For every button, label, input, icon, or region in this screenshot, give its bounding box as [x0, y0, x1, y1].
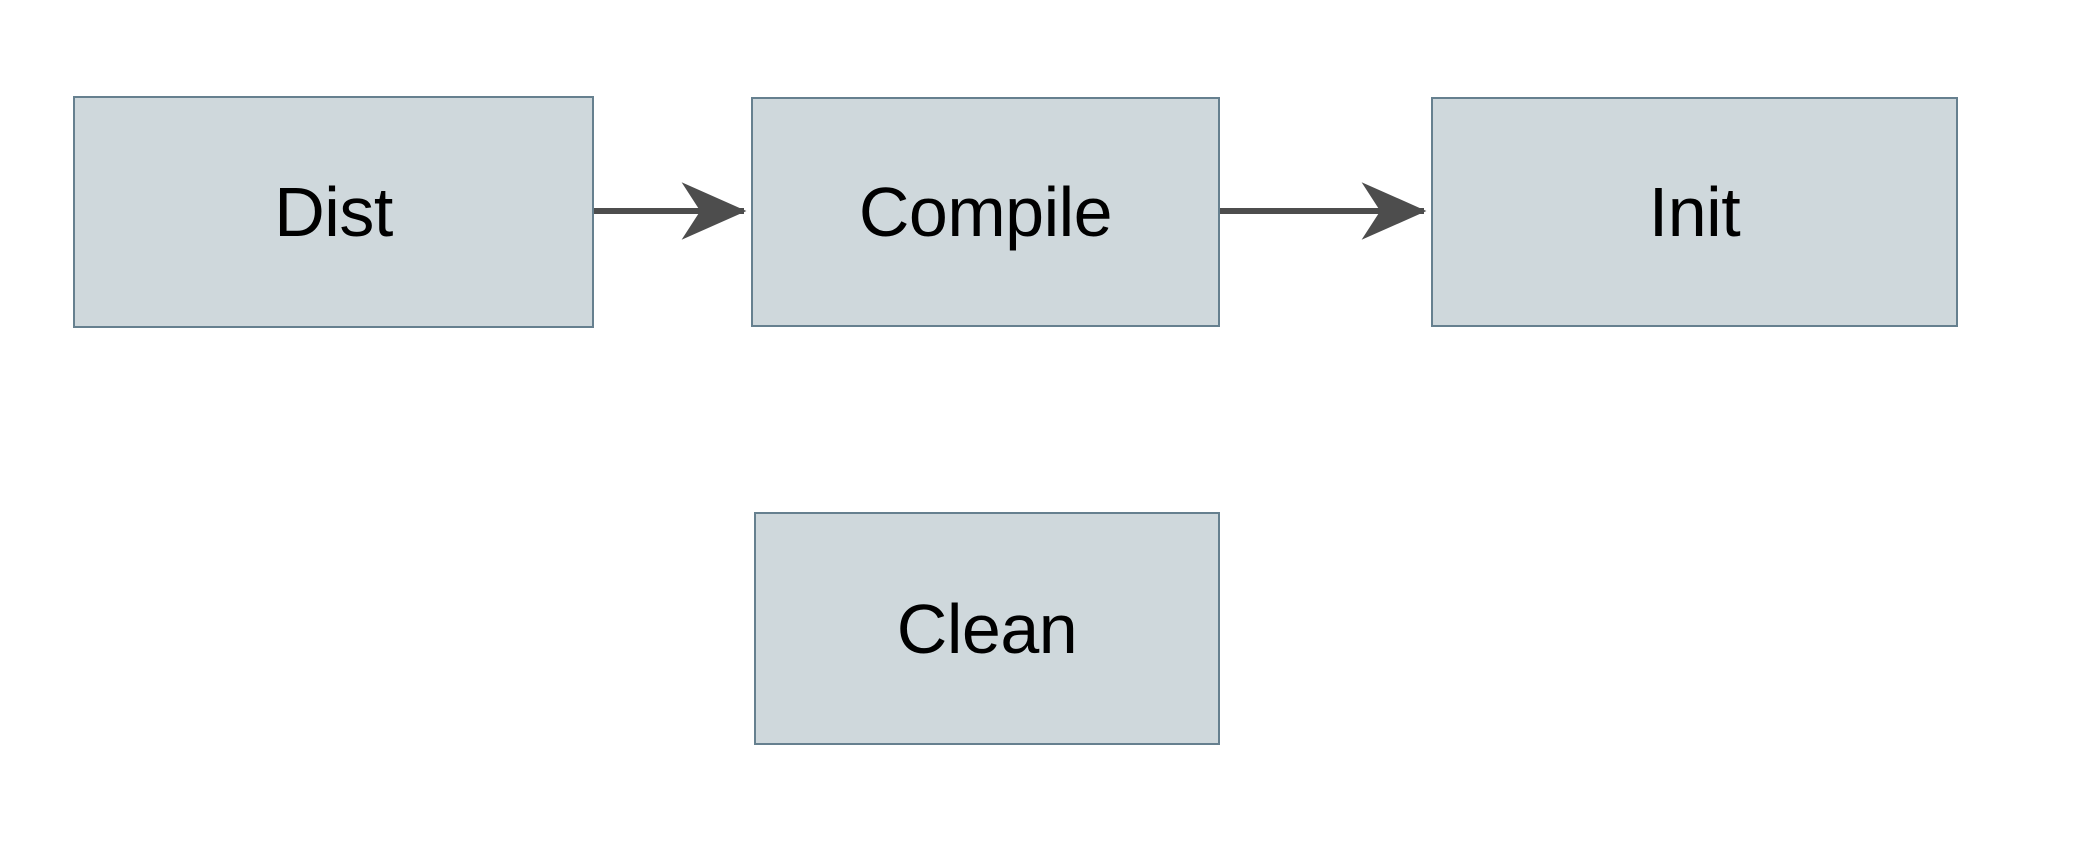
node-label-dist: Dist [274, 173, 393, 251]
node-dist[interactable]: Dist [73, 96, 594, 328]
node-label-compile: Compile [858, 173, 1113, 251]
node-label-init: Init [1648, 173, 1741, 251]
edge-compile-to-init[interactable] [1220, 194, 1431, 228]
node-clean[interactable]: Clean [754, 512, 1220, 745]
edge-dist-to-compile[interactable] [594, 194, 751, 228]
node-compile[interactable]: Compile [751, 97, 1220, 327]
node-init[interactable]: Init [1431, 97, 1958, 327]
node-label-clean: Clean [896, 589, 1078, 668]
